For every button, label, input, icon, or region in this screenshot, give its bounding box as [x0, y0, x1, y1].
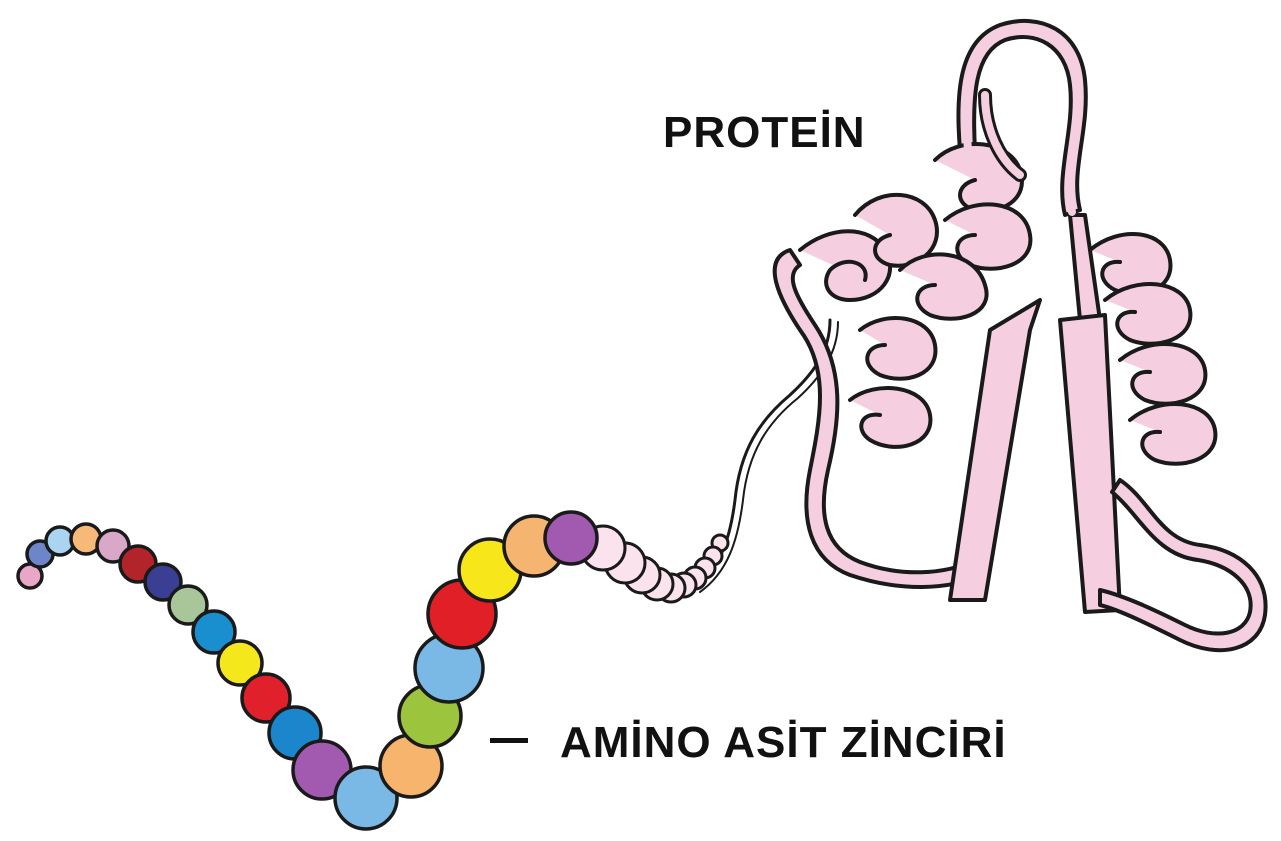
amino-acid-chain — [18, 512, 728, 829]
protein-helix-left-4 — [850, 388, 930, 447]
amino-acid-bead — [545, 512, 597, 564]
protein-strand-2 — [1070, 215, 1100, 320]
protein-helix-right-3 — [1120, 344, 1205, 404]
protein-helix-left-3 — [860, 318, 935, 379]
protein-strand-1 — [950, 300, 1040, 600]
protein-helix-right-4 — [1130, 404, 1215, 464]
protein-helix-right-2 — [1105, 284, 1190, 344]
chain-label-pointer — [490, 738, 528, 743]
protein-strand-3 — [1060, 315, 1120, 612]
protein-label: PROTEİN — [663, 108, 866, 158]
amino-acid-chain-label: AMİNO ASİT ZİNCİRİ — [560, 718, 1007, 768]
protein-right-loop — [1100, 480, 1266, 650]
protein-helix-center-3 — [900, 254, 987, 318]
